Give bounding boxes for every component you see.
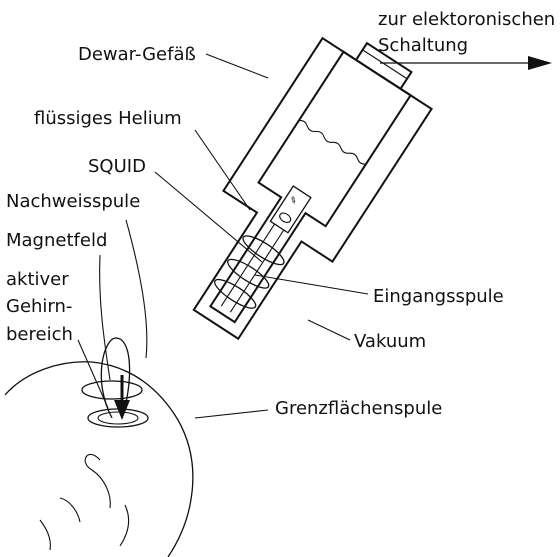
leader-magnetfeld: [99, 254, 111, 381]
label-input-coil: Eingangsspule: [373, 286, 504, 307]
leader-input-coil: [254, 274, 369, 295]
label-active-line2: Gehirn-: [6, 296, 72, 317]
label-output-line1: zur elektoronischen: [378, 9, 555, 30]
leader-interface-coil: [194, 409, 269, 419]
output-arrow-head: [528, 56, 552, 70]
label-active-line1: aktiver: [6, 269, 69, 290]
leader-helium: [194, 129, 251, 211]
label-active-line3: bereich: [6, 324, 73, 345]
leader-active: [77, 339, 109, 409]
squid-chip-mark: ✎: [287, 195, 299, 207]
detection-coil-inner: [97, 411, 139, 425]
field-arrow-head: [114, 400, 130, 420]
leader-vacuum: [307, 319, 351, 341]
ear-outline: [84, 453, 111, 509]
dewar-cap: [355, 41, 413, 90]
label-magnetic-field: Magnetfeld: [6, 230, 107, 251]
leader-dewar: [205, 53, 269, 79]
dewar-outer-wall: [192, 36, 433, 341]
label-output-line2: Schaltung: [378, 35, 468, 56]
leader-squid: [154, 171, 263, 263]
gradiometer-coil-middle: [227, 258, 270, 289]
label-detection-coil: Nachweisspule: [6, 191, 140, 212]
helium-surface: [298, 119, 366, 165]
gradiometer-coil-lower: [214, 278, 257, 309]
magnetic-field-loop: [100, 337, 131, 419]
input-coil-ring: [279, 212, 292, 224]
label-dewar: Dewar-Gefäß: [78, 44, 196, 65]
label-vacuum: Vakuum: [354, 331, 426, 352]
dewar-vessel: ✎: [192, 36, 433, 341]
cap-inner-line: [362, 49, 408, 80]
label-helium: flüssiges Helium: [34, 108, 182, 129]
head-outline: [4, 361, 194, 557]
gradiometer-coil-upper: [242, 235, 285, 266]
squid-chip: [269, 185, 312, 234]
label-squid: SQUID: [88, 156, 146, 177]
detection-coil-upper: [81, 380, 143, 400]
label-interface-coil: Grenzflächenspule: [275, 398, 442, 419]
ear-inner: [59, 497, 81, 523]
dewar-inner-wall: [208, 50, 412, 324]
leader-detection-coil: [125, 219, 148, 359]
